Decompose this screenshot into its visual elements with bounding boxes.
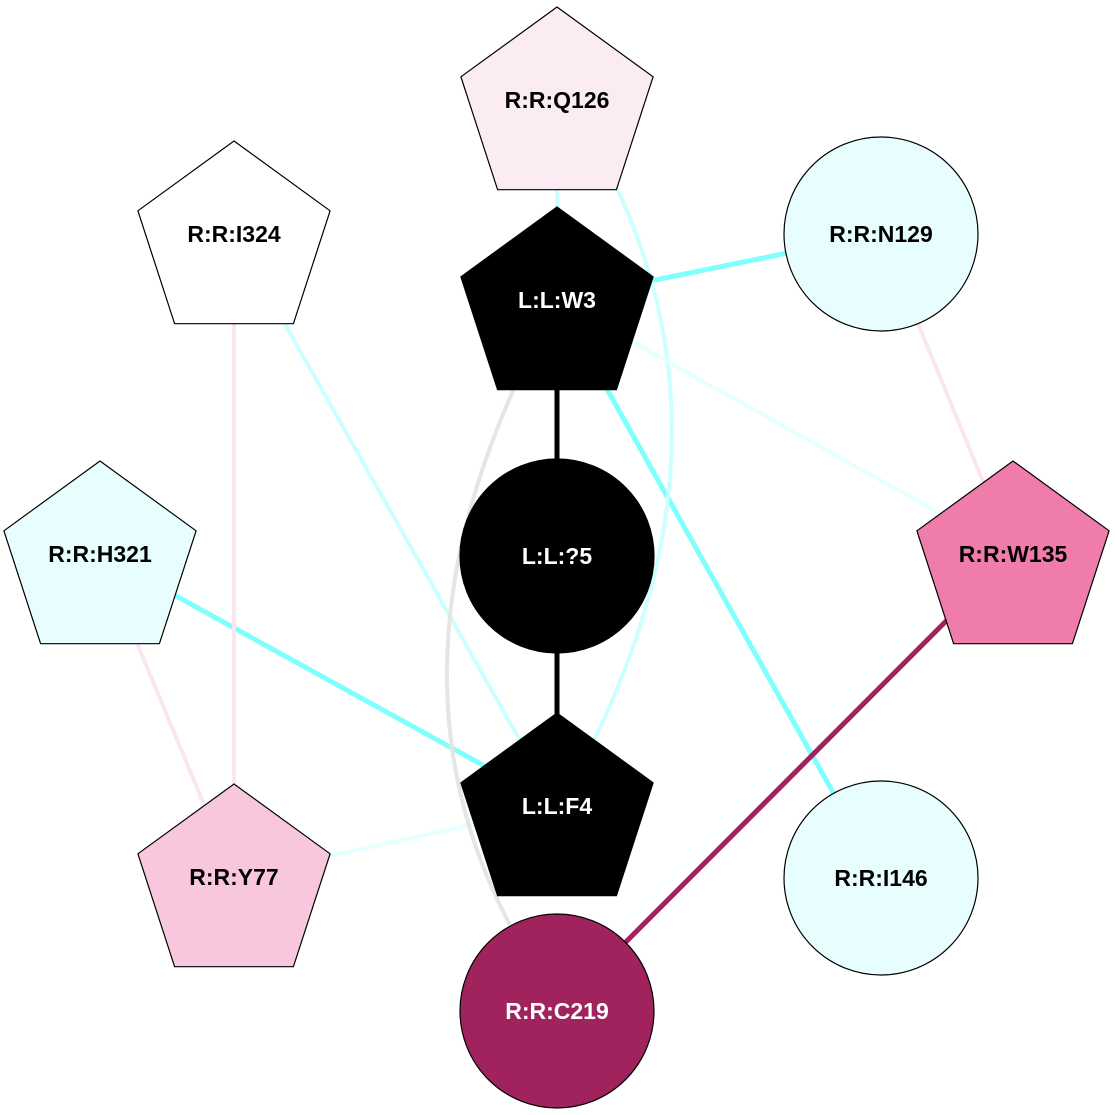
edge-w3-c219: [444, 379, 520, 926]
node-label: R:R:I324: [187, 221, 281, 247]
node-label: R:R:W135: [959, 541, 1068, 567]
node-q126[interactable]: R:R:Q126: [460, 6, 654, 191]
node-h321[interactable]: R:R:H321: [3, 460, 197, 645]
node-w3[interactable]: L:L:W3: [460, 206, 654, 391]
edge-h321-f4: [98, 551, 559, 809]
edge-w3-i146: [554, 298, 884, 880]
node-label: R:R:I146: [834, 865, 927, 891]
node-label: R:R:Y77: [189, 864, 278, 890]
node-label: R:R:C219: [505, 998, 609, 1024]
node-w135[interactable]: R:R:W135: [916, 460, 1110, 645]
node-pentagon-shape: [137, 140, 331, 325]
node-i146[interactable]: R:R:I146: [783, 780, 979, 976]
node-n129[interactable]: R:R:N129: [783, 136, 979, 332]
node-label: R:R:N129: [829, 221, 933, 247]
node-i324[interactable]: R:R:I324: [137, 140, 331, 325]
node-label: L:L:W3: [518, 287, 596, 313]
node-label: L:L:?5: [522, 543, 592, 569]
node-pentagon-shape: [3, 460, 197, 645]
node-pentagon-shape: [460, 712, 654, 897]
node-q5[interactable]: L:L:?5: [459, 458, 655, 654]
node-y77[interactable]: R:R:Y77: [137, 783, 331, 968]
node-circle-shape: [459, 458, 655, 654]
edge-w135-c219: [555, 552, 1015, 1013]
node-label: R:R:Q126: [505, 87, 610, 113]
edge-q126-f4: [592, 177, 674, 741]
node-pentagon-shape: [137, 783, 331, 968]
node-label: L:L:F4: [522, 793, 592, 819]
node-circle-shape: [783, 136, 979, 332]
node-label: R:R:H321: [48, 541, 152, 567]
node-circle-shape: [783, 780, 979, 976]
edge-i324-f4: [232, 233, 559, 807]
node-pentagon-shape: [460, 206, 654, 391]
node-circle-shape: [459, 913, 655, 1109]
node-pentagon-shape: [916, 460, 1110, 645]
node-f4[interactable]: L:L:F4: [460, 712, 654, 897]
node-c219[interactable]: R:R:C219: [459, 913, 655, 1109]
edge-w3-w135: [556, 298, 1014, 556]
node-pentagon-shape: [460, 6, 654, 191]
